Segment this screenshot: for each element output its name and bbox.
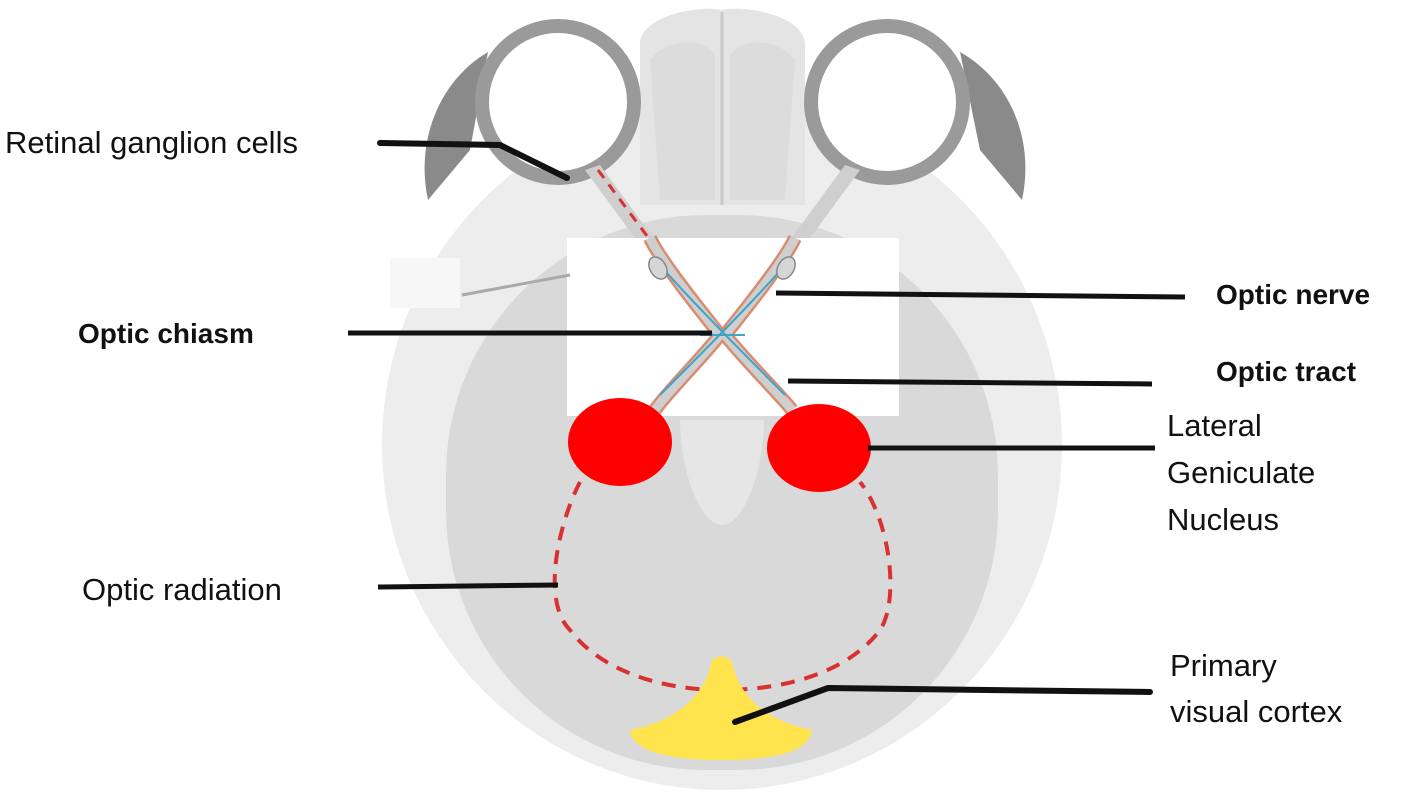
leader-optic-nerve	[775, 290, 1186, 300]
visual-cortex	[630, 656, 812, 760]
leader-retinal-ganglion	[377, 140, 570, 181]
leader-optic-tract	[787, 378, 1153, 387]
nerve-sheath-left	[585, 165, 655, 245]
label-retinal-ganglion-cells: Retinal ganglion cells	[5, 125, 298, 160]
nasal-lobe-left	[650, 42, 715, 201]
lgn-right	[767, 404, 871, 492]
leader-optic-radiation	[377, 582, 559, 590]
label-lgn-line2: Geniculate	[1167, 455, 1315, 490]
nerve-cuff-left	[648, 256, 668, 280]
label-optic-nerve: Optic nerve	[1216, 279, 1370, 310]
nerve-cuff-right	[776, 256, 796, 280]
optic-chiasm-structure	[596, 169, 802, 415]
label-v1-line1: Primary	[1170, 648, 1277, 683]
orbit-shadow-right	[960, 52, 1026, 200]
nasal-lobe-right	[730, 42, 795, 201]
leader-lines	[348, 140, 1186, 725]
label-optic-chiasm: Optic chiasm	[78, 318, 254, 349]
right-eye	[804, 19, 970, 185]
head-illustration	[382, 8, 1062, 790]
left-eye	[475, 19, 641, 185]
orbit-shadow-left	[424, 52, 488, 200]
brainstem	[680, 420, 764, 525]
crossing-fiber-2	[659, 264, 786, 396]
leader-visual-cortex	[732, 685, 1153, 725]
lgn-left	[568, 398, 672, 486]
red-dashed-nerve-left	[596, 169, 652, 241]
nerve-sheath-right	[790, 165, 860, 245]
label-optic-tract: Optic tract	[1216, 356, 1356, 387]
inset-remnant-line	[461, 273, 571, 297]
labels: Retinal ganglion cells Optic nerve Optic…	[5, 125, 1370, 729]
label-lgn-line1: Lateral	[1167, 408, 1262, 443]
inset-remnant	[390, 258, 460, 308]
label-optic-radiation: Optic radiation	[82, 572, 282, 607]
label-v1-line2: visual cortex	[1170, 694, 1343, 729]
crossing-fiber-1	[659, 264, 786, 396]
label-lgn-line3: Nucleus	[1167, 502, 1279, 537]
